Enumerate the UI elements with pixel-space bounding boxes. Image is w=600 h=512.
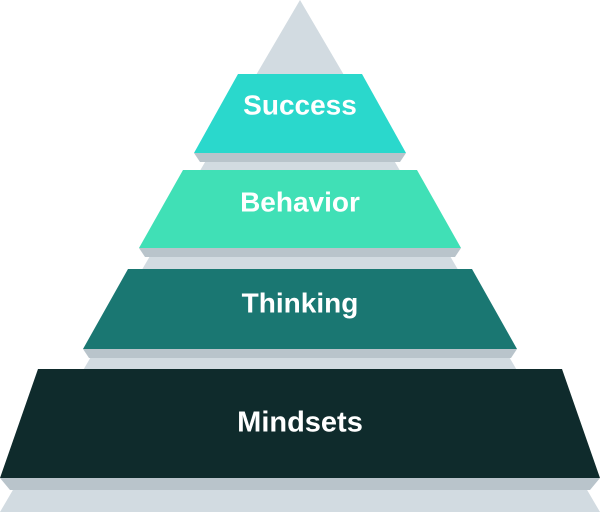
tier-mindsets-band bbox=[0, 369, 600, 478]
tier-success: Success bbox=[194, 74, 406, 162]
tier-thinking-shadow bbox=[83, 349, 517, 358]
tier-behavior-label: Behavior bbox=[240, 186, 360, 217]
tier-mindsets-label: Mindsets bbox=[237, 407, 363, 439]
tier-success-shadow bbox=[194, 153, 406, 162]
tier-behavior: Behavior bbox=[139, 170, 461, 257]
tier-behavior-band bbox=[139, 170, 461, 248]
tier-mindsets: Mindsets bbox=[0, 369, 600, 490]
tier-mindsets-shadow bbox=[0, 478, 600, 490]
tier-thinking: Thinking bbox=[83, 269, 517, 358]
tier-thinking-band bbox=[83, 269, 517, 349]
tier-behavior-shadow bbox=[139, 248, 461, 257]
tier-success-label: Success bbox=[243, 89, 357, 120]
tier-thinking-label: Thinking bbox=[242, 287, 359, 318]
tier-success-band bbox=[194, 74, 406, 153]
